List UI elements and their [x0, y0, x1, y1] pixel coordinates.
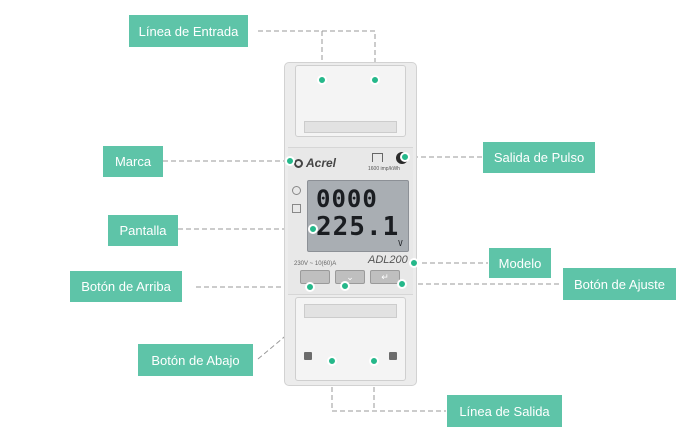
bottom-terminal-cover — [295, 297, 406, 381]
pulse-constant: 1600 imp/kWh — [368, 166, 400, 172]
marker-salida-left — [327, 356, 337, 366]
bottom-terminal-slot — [304, 304, 397, 318]
chevron-down-icon: ⌄ — [346, 271, 354, 282]
marker-entrada-left — [317, 75, 327, 85]
lcd-bottom-reading: 225.1 — [316, 212, 400, 242]
marker-pantalla — [308, 224, 318, 234]
meter-icon — [292, 204, 301, 213]
screw-icon — [389, 352, 397, 360]
marker-salida-right — [369, 356, 379, 366]
callout-linea-entrada: Línea de Entrada — [129, 15, 248, 47]
top-terminal-cover — [295, 65, 406, 137]
callout-modelo: Modelo — [489, 248, 551, 278]
marker-ajuste — [397, 279, 407, 289]
pulse-symbol-icon — [372, 153, 383, 162]
lcd-display: 0000 225.1 V — [307, 180, 409, 252]
marker-modelo — [409, 258, 419, 268]
energy-meter: Acrel 1600 imp/kWh 0000 225.1 V 230V ~ 1… — [284, 62, 417, 386]
model-label: ADL200 — [368, 254, 408, 266]
rating-label: 230V ~ 10(60)A — [294, 261, 337, 267]
callout-marca: Marca — [103, 146, 163, 177]
lcd-top-reading: 0000 — [316, 185, 378, 213]
marker-abajo — [340, 281, 350, 291]
top-terminal-slot — [304, 121, 397, 133]
lcd-unit: V — [398, 239, 403, 248]
brand-text: Acrel — [306, 156, 337, 170]
enter-icon: ↵ — [381, 271, 389, 282]
marker-entrada-right — [370, 75, 380, 85]
down-button[interactable]: ⌄ — [335, 270, 365, 284]
up-button[interactable] — [300, 270, 330, 284]
marker-pulso — [400, 152, 410, 162]
set-button[interactable]: ↵ — [370, 270, 400, 284]
callout-pantalla: Pantalla — [108, 215, 178, 246]
brand-label: Acrel — [294, 156, 336, 170]
screw-icon — [304, 352, 312, 360]
power-icon — [292, 186, 301, 195]
marker-marca — [285, 156, 295, 166]
callout-boton-ajuste: Botón de Ajuste — [563, 268, 676, 300]
marker-arriba — [305, 282, 315, 292]
meter-face: Acrel 1600 imp/kWh 0000 225.1 V 230V ~ 1… — [288, 147, 413, 295]
brand-logo-icon — [294, 158, 303, 168]
callout-boton-arriba: Botón de Arriba — [70, 271, 182, 302]
callout-boton-abajo: Botón de Abajo — [138, 344, 253, 376]
callout-linea-salida: Línea de Salida — [447, 395, 562, 427]
callout-salida-pulso: Salida de Pulso — [483, 142, 595, 173]
